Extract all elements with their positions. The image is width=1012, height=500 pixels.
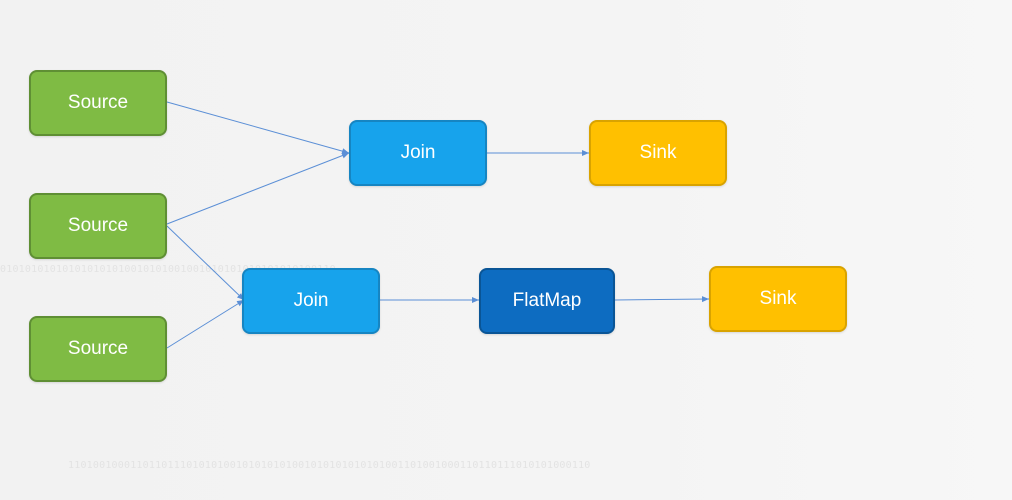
sink-node-1-label: Sink	[639, 142, 677, 163]
sink-node-2-label: Sink	[759, 288, 797, 309]
binary-watermark-bottom: 1101001000110110111010101001010101010010…	[68, 460, 591, 471]
sink-node-1[interactable]: Sink	[589, 120, 727, 186]
edge-source1-join1	[166, 101, 350, 154]
sink-node-2[interactable]: Sink	[709, 266, 847, 332]
binary-watermark-top: 0101010101010101010100101010010010101010…	[0, 264, 336, 275]
source-node-3[interactable]: Source	[29, 316, 167, 382]
source-node-2[interactable]: Source	[29, 193, 167, 259]
source-node-1[interactable]: Source	[29, 70, 167, 136]
flatmap-node[interactable]: FlatMap	[479, 268, 615, 334]
flatmap-node-label: FlatMap	[512, 290, 582, 311]
source-node-3-label: Source	[67, 338, 129, 359]
join-node-2-label: Join	[293, 290, 329, 311]
join-node-1[interactable]: Join	[349, 120, 487, 186]
source-node-2-label: Source	[67, 215, 129, 236]
source-node-1-label: Source	[67, 92, 129, 113]
join-node-2[interactable]: Join	[242, 268, 380, 334]
join-node-1-label: Join	[400, 142, 436, 163]
edge-source3-join2	[166, 299, 245, 349]
edge-flatmap-sink2	[614, 296, 710, 303]
edge-source2-join2	[166, 225, 245, 301]
edge-source2-join1	[166, 152, 350, 225]
